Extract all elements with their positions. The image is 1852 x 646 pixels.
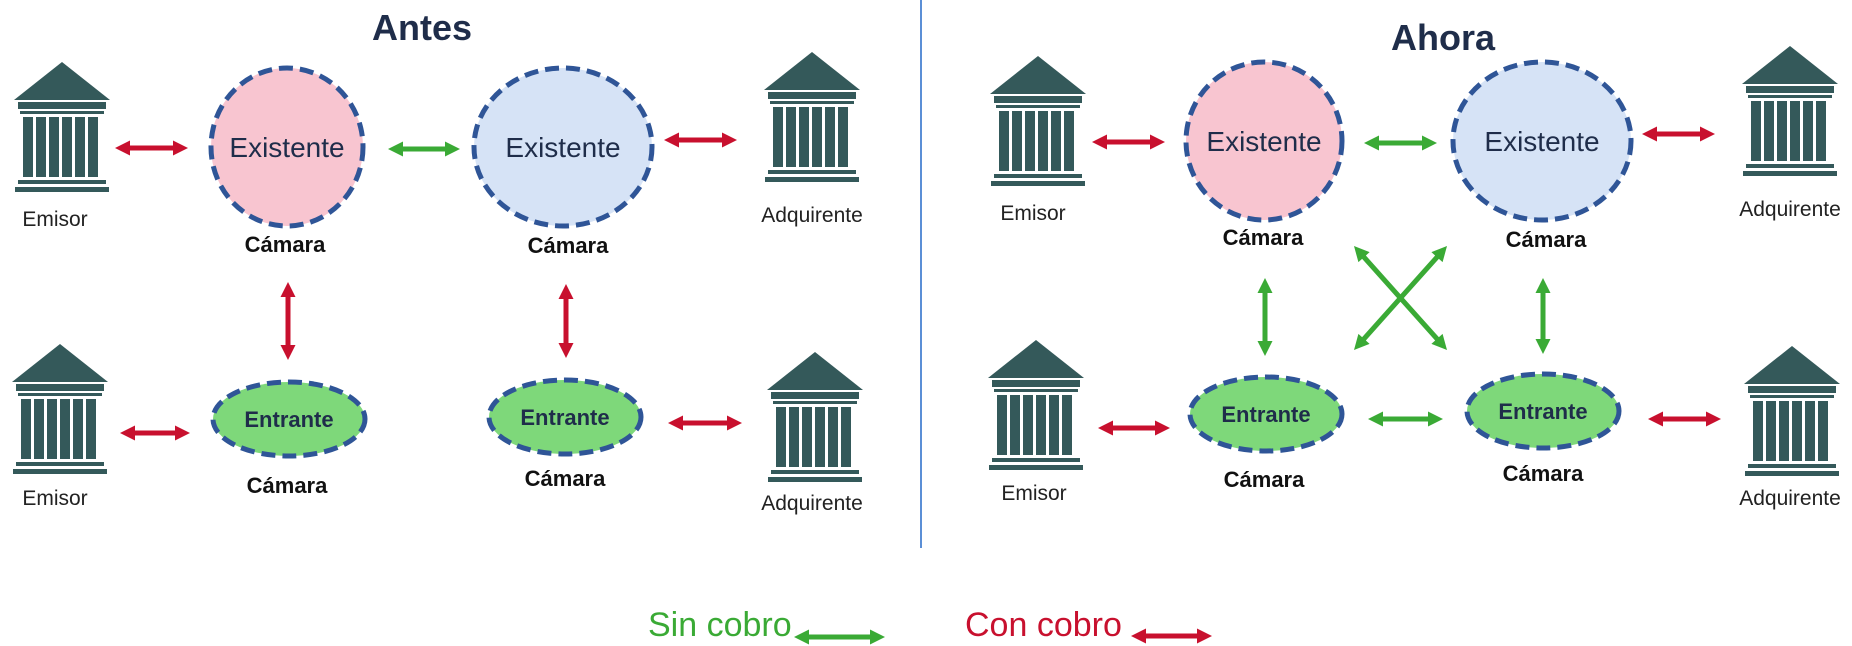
- legend-free-label: Sin cobro: [648, 606, 792, 644]
- after-arrow-issuer-existing: [1092, 134, 1165, 150]
- after-acquirer-top-label: Adquirente: [1739, 198, 1841, 221]
- before-existing-issuer-camara: Cámara: [245, 232, 326, 257]
- after-arrow-incoming-acquirer: [1648, 411, 1721, 427]
- legend-free-arrow: [794, 629, 885, 645]
- bank-building-icon: [767, 352, 863, 482]
- bank-building-icon: [1742, 46, 1838, 176]
- before-existing-issuer-node: [208, 65, 366, 229]
- before-acquirer-bottom-label: Adquirente: [761, 492, 863, 515]
- bank-building-icon: [12, 344, 108, 474]
- before-existing-issuer-node-label: Existente: [229, 132, 344, 163]
- bank-building-icon: [14, 62, 110, 192]
- before-arrow-existing-incoming-acquirer: [558, 284, 574, 358]
- before-arrow-issuer-existing: [115, 140, 188, 156]
- before-issuer-top-label: Emisor: [22, 208, 87, 231]
- after-arrow-existing-existing: [1364, 135, 1437, 151]
- bank-building-icon: [764, 52, 860, 182]
- before-incoming-acquirer-node-label: Entrante: [520, 405, 609, 430]
- bank-building-icon: [990, 56, 1086, 186]
- after-incoming-issuer-node-label: Entrante: [1221, 402, 1310, 427]
- before-incoming-issuer-node-label: Entrante: [244, 407, 333, 432]
- before-arrow-existing-acquirer: [664, 132, 737, 148]
- before-acquirer-top-label: Adquirente: [761, 204, 863, 227]
- after-acquirer-bottom-label: Adquirente: [1739, 487, 1841, 510]
- legend-paid-arrow: [1131, 628, 1212, 644]
- after-incoming-issuer-camara: Cámara: [1224, 467, 1305, 492]
- after-title: Ahora: [1391, 17, 1496, 58]
- after-arrow-incoming-incoming: [1368, 411, 1443, 427]
- after-existing-acquirer-camara: Cámara: [1506, 227, 1587, 252]
- before-issuer-bottom-label: Emisor: [22, 487, 87, 510]
- before-arrow-existing-existing: [388, 141, 460, 157]
- after-issuer-bottom-label: Emisor: [1001, 482, 1066, 505]
- before-existing-acquirer-node: [471, 65, 655, 229]
- after-existing-issuer-node: [1183, 59, 1345, 223]
- after-incoming-issuer-node: [1187, 374, 1345, 454]
- after-existing-acquirer-node: [1450, 59, 1634, 223]
- before-existing-acquirer-node-label: Existente: [505, 132, 620, 163]
- after-arrow-issuer-incoming: [1098, 420, 1170, 436]
- before-incoming-acquirer-camara: Cámara: [525, 466, 606, 491]
- after-arrow-existing-acquirer: [1642, 126, 1715, 142]
- after-existing-issuer-node-label: Existente: [1206, 126, 1321, 157]
- after-incoming-acquirer-node-label: Entrante: [1498, 399, 1587, 424]
- bank-building-icon: [1744, 346, 1840, 476]
- after-issuer-top-label: Emisor: [1000, 202, 1065, 225]
- after-incoming-acquirer-camara: Cámara: [1503, 461, 1584, 486]
- after-arrow-cross-2: [1354, 246, 1447, 350]
- after-arrow-existing-incoming-issuer: [1257, 278, 1273, 356]
- before-arrow-issuer-incoming: [120, 425, 190, 441]
- after-existing-acquirer-node-label: Existente: [1484, 126, 1599, 157]
- after-incoming-acquirer-node: [1464, 371, 1622, 451]
- before-arrow-incoming-acquirer: [668, 415, 742, 431]
- legend-paid-label: Con cobro: [965, 606, 1122, 644]
- before-incoming-acquirer-node: [486, 377, 644, 457]
- before-arrow-existing-incoming-issuer: [280, 282, 296, 360]
- bank-building-icon: [988, 340, 1084, 470]
- before-existing-acquirer-camara: Cámara: [528, 233, 609, 258]
- after-arrow-existing-incoming-acquirer: [1535, 278, 1551, 354]
- before-incoming-issuer-camara: Cámara: [247, 473, 328, 498]
- before-incoming-issuer-node: [210, 379, 368, 459]
- after-existing-issuer-camara: Cámara: [1223, 225, 1304, 250]
- before-title: Antes: [372, 7, 472, 48]
